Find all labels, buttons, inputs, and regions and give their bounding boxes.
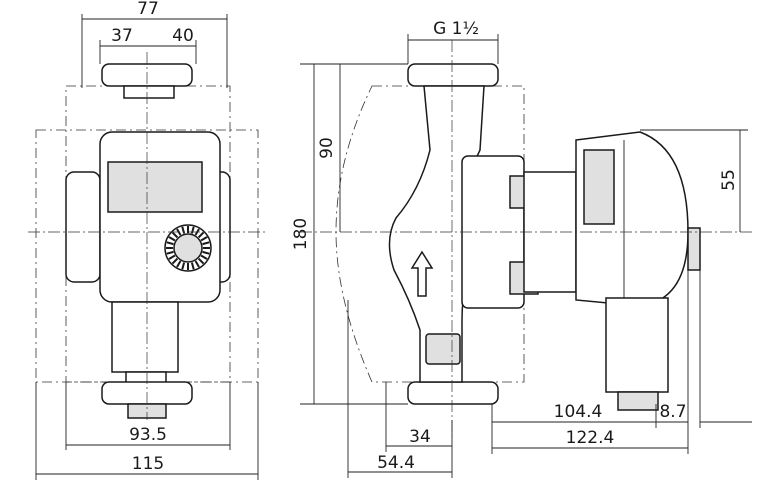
knob-tooth xyxy=(190,262,195,270)
dim-40: 40 xyxy=(172,26,194,46)
front-knob xyxy=(164,224,212,272)
knob-tooth xyxy=(166,250,174,255)
dim-180: 180 xyxy=(291,218,311,250)
side-envelope-outline xyxy=(335,85,525,383)
front-top-neck xyxy=(123,85,175,99)
dim-55: 55 xyxy=(719,169,739,191)
dim-37: 37 xyxy=(111,26,133,46)
knob-tooth xyxy=(171,231,179,239)
dim-1044: 104.4 xyxy=(554,402,603,422)
dim-77: 77 xyxy=(137,0,159,19)
side-top-flange xyxy=(407,63,499,87)
side-motor-panel xyxy=(583,149,615,225)
dim-115: 115 xyxy=(132,454,164,474)
side-knob xyxy=(687,227,701,271)
knob-tooth xyxy=(166,241,174,246)
dim-thread: G 1½ xyxy=(433,19,479,39)
knob-tooth xyxy=(168,254,176,260)
dim-34: 34 xyxy=(409,427,431,447)
knob-tooth xyxy=(202,250,210,255)
dim-1224: 122.4 xyxy=(566,428,615,448)
front-left-side-body xyxy=(65,171,101,283)
knob-tooth xyxy=(197,231,205,239)
knob-tooth xyxy=(168,236,176,242)
front-view: 77 37 40 93.5 115 xyxy=(28,0,265,480)
knob-tooth xyxy=(202,241,210,246)
front-lower-body xyxy=(111,301,179,373)
dim-90: 90 xyxy=(317,137,337,159)
side-connector-housing xyxy=(605,297,669,393)
dim-87: 8.7 xyxy=(659,402,686,422)
knob-center xyxy=(173,233,203,263)
knob-tooth xyxy=(200,254,208,260)
side-view: G 1½ 180 90 55 34 54.4 104.4 8.7 122.4 xyxy=(291,19,752,478)
knob-tooth xyxy=(176,260,182,268)
knob-tooth xyxy=(171,257,179,265)
knob-tooth xyxy=(197,257,205,265)
knob-tooth xyxy=(190,226,195,234)
side-connector-plug xyxy=(617,391,659,411)
front-housing xyxy=(99,131,221,303)
side-bottom-flange xyxy=(407,381,499,405)
dim-935: 93.5 xyxy=(129,425,167,445)
knob-tooth xyxy=(194,260,200,268)
side-lower-plate xyxy=(425,333,461,365)
knob-tooth xyxy=(181,262,186,270)
dim-544: 54.4 xyxy=(377,453,415,473)
knob-tooth xyxy=(200,236,208,242)
flow-arrow-icon xyxy=(410,250,434,297)
front-display xyxy=(107,161,203,213)
knob-tooth xyxy=(181,226,186,234)
